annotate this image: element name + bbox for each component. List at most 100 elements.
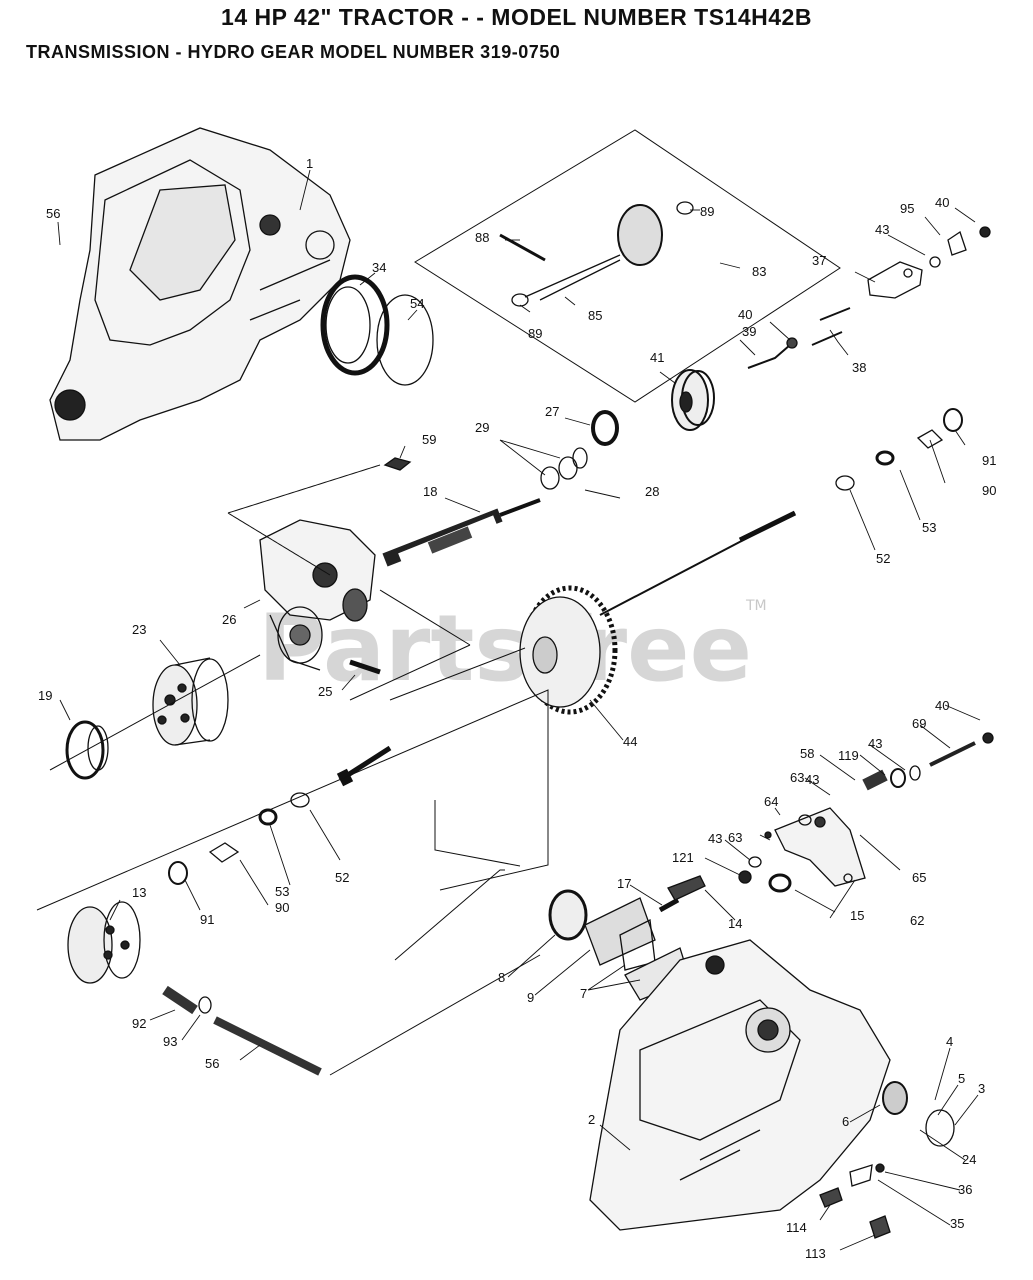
part-number[interactable]: 24 — [962, 1152, 976, 1167]
gear-assembly-83 — [499, 201, 694, 307]
part-number[interactable]: 64 — [764, 794, 778, 809]
part-number[interactable]: 89 — [528, 326, 542, 341]
part-number[interactable]: 7 — [580, 986, 587, 1001]
part-number[interactable]: 14 — [728, 916, 742, 931]
bushing-90-bottom — [208, 842, 240, 863]
part-number[interactable]: 36 — [958, 1182, 972, 1197]
part-number[interactable]: 34 — [372, 260, 386, 275]
part-number[interactable]: 90 — [982, 483, 996, 498]
part-number[interactable]: 1 — [306, 156, 313, 171]
part-number[interactable]: 63 — [790, 770, 804, 785]
part-number[interactable]: 15 — [850, 908, 864, 923]
part-number[interactable]: 56 — [46, 206, 60, 221]
part-number[interactable]: 2 — [588, 1112, 595, 1127]
bearing-ring — [320, 274, 390, 376]
part-number[interactable]: 85 — [588, 308, 602, 323]
upper-housing — [49, 127, 351, 441]
part-number[interactable]: 8 — [498, 970, 505, 985]
center-section — [259, 519, 376, 671]
part-number[interactable]: 29 — [475, 420, 489, 435]
washer-63 — [748, 856, 762, 868]
bushing-90-top — [916, 429, 944, 449]
part-number[interactable]: 91 — [200, 912, 214, 927]
part-number[interactable]: 44 — [623, 734, 637, 749]
part-number[interactable]: 88 — [475, 230, 489, 245]
input-shaft — [382, 498, 541, 567]
part-number[interactable]: 28 — [645, 484, 659, 499]
o-ring — [376, 294, 434, 386]
part-number[interactable]: 6 — [842, 1114, 849, 1129]
part-number[interactable]: 52 — [335, 870, 349, 885]
seal-19 — [49, 654, 261, 780]
part-number[interactable]: 4 — [946, 1034, 953, 1049]
part-number[interactable]: 43 — [805, 772, 819, 787]
washer-52-bottom — [290, 792, 310, 808]
shaft-14 — [667, 875, 706, 901]
washer-91-top — [943, 408, 963, 432]
part-number[interactable]: 23 — [132, 622, 146, 637]
part-number[interactable]: 35 — [950, 1216, 964, 1231]
part-number[interactable]: 69 — [912, 716, 926, 731]
part-number[interactable]: 40 — [935, 195, 949, 210]
part-number[interactable]: 40 — [738, 307, 752, 322]
part-number[interactable]: 114 — [786, 1220, 807, 1235]
part-number[interactable]: 113 — [805, 1246, 826, 1261]
part-number[interactable]: 53 — [275, 884, 289, 899]
part-number[interactable]: 40 — [935, 698, 949, 713]
part-number[interactable]: 121 — [672, 850, 694, 865]
part-number[interactable]: 92 — [132, 1016, 146, 1031]
kit-outline-83 — [414, 129, 841, 403]
bracket-62 — [774, 807, 866, 887]
part-number[interactable]: 59 — [422, 432, 436, 447]
part-number[interactable]: 65 — [912, 870, 926, 885]
part-number[interactable]: 93 — [163, 1034, 177, 1049]
part-number[interactable]: 63 — [728, 830, 742, 845]
part-number[interactable]: 119 — [838, 748, 859, 763]
pin-25 — [349, 659, 381, 675]
part-number[interactable]: 95 — [900, 201, 914, 216]
part-number[interactable]: 54 — [410, 296, 424, 311]
part-number[interactable]: 3 — [978, 1081, 985, 1096]
part-number[interactable]: 25 — [318, 684, 332, 699]
pulley — [671, 369, 715, 431]
seal-27 — [591, 410, 619, 446]
part-number[interactable]: 5 — [958, 1071, 965, 1086]
ring-29 — [540, 466, 560, 490]
part-number[interactable]: 83 — [752, 264, 766, 279]
part-number[interactable]: 19 — [38, 688, 52, 703]
part-number[interactable]: 52 — [876, 551, 890, 566]
part-number[interactable]: 39 — [742, 324, 756, 339]
part-number[interactable]: 90 — [275, 900, 289, 915]
bearing-53-top — [875, 450, 895, 466]
part-number[interactable]: 43 — [875, 222, 889, 237]
part-number[interactable]: 27 — [545, 404, 559, 419]
part-number[interactable]: 13 — [132, 885, 146, 900]
part-number[interactable]: 53 — [922, 520, 936, 535]
shaft-56 — [213, 1016, 322, 1076]
watermark-tm: TM — [745, 598, 767, 614]
spring-92 — [162, 985, 198, 1015]
part-number[interactable]: 91 — [982, 453, 996, 468]
ring-29b — [572, 447, 588, 469]
part-number[interactable]: 89 — [700, 204, 714, 219]
plug-59 — [383, 457, 412, 471]
part-number[interactable]: 41 — [650, 350, 664, 365]
page-title: 14 HP 42" TRACTOR - - MODEL NUMBER TS14H… — [221, 4, 812, 30]
part-number[interactable]: 56 — [205, 1056, 219, 1071]
part-number[interactable]: 43 — [868, 736, 882, 751]
part-number[interactable]: 62 — [910, 913, 924, 928]
bracket-35 — [849, 1164, 873, 1187]
part-number[interactable]: 17 — [617, 876, 631, 891]
part-number[interactable]: 9 — [527, 990, 534, 1005]
part-number[interactable]: 43 — [708, 831, 722, 846]
motor-cylinder-block — [67, 901, 141, 984]
screw-64 — [764, 831, 772, 839]
part-number[interactable]: 37 — [812, 253, 826, 268]
lower-housing — [589, 939, 955, 1231]
charge-pump-assembly — [548, 889, 691, 1001]
part-number[interactable]: 38 — [852, 360, 866, 375]
part-number[interactable]: 58 — [800, 746, 814, 761]
part-number[interactable]: 18 — [423, 484, 437, 499]
part-number[interactable]: 26 — [222, 612, 236, 627]
